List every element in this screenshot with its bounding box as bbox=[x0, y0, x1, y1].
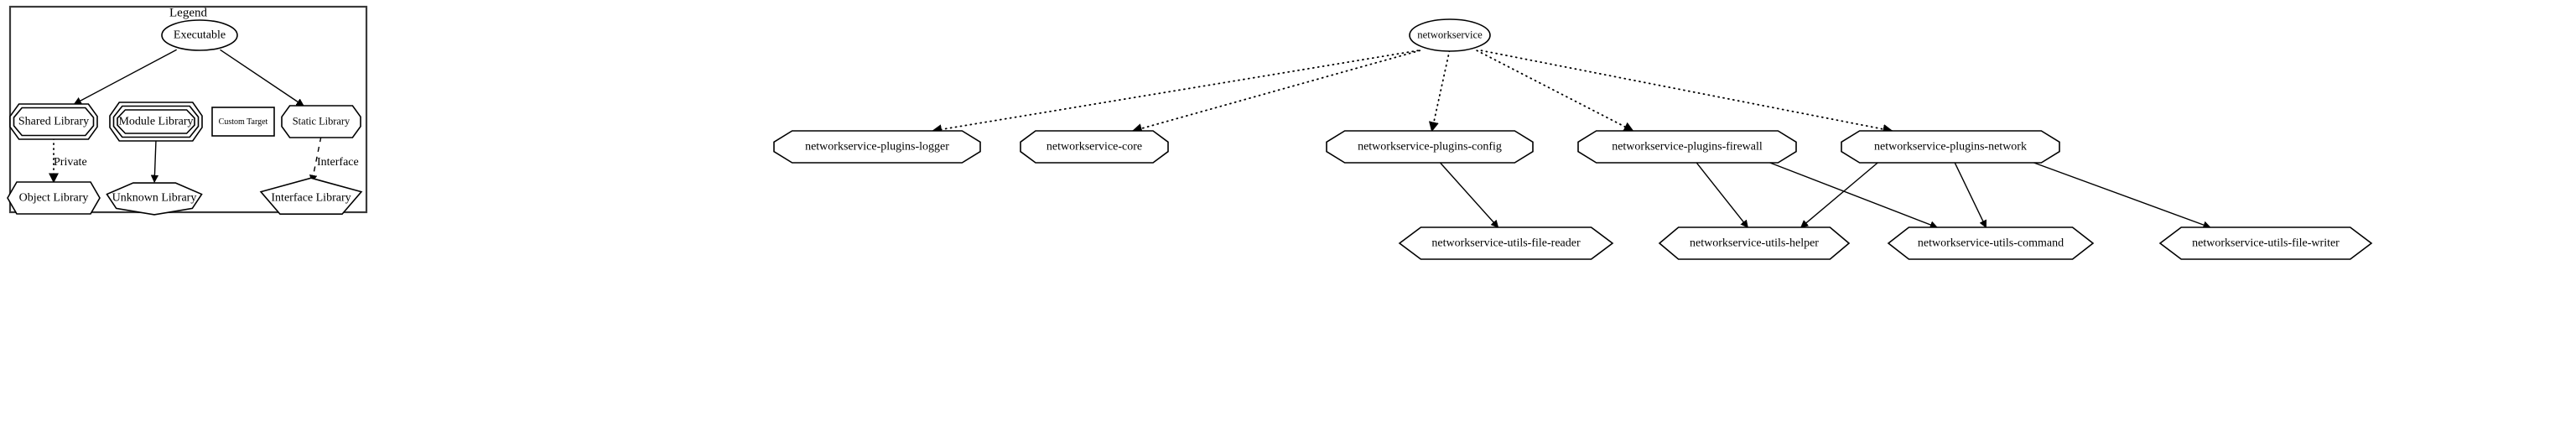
node-networkservice-plugins-network[interactable]: networkservice-plugins-network bbox=[1841, 130, 2060, 164]
edge-label: Private bbox=[54, 156, 87, 169]
node-label: Unknown Library bbox=[112, 192, 197, 205]
node-networkservice-plugins-firewall[interactable]: networkservice-plugins-firewall bbox=[1577, 130, 1797, 164]
edge-networkservice-to-networkservice-plugins-network[interactable] bbox=[1480, 49, 1893, 131]
legend-edge-legend-static-library-to-legend-interface-library[interactable] bbox=[312, 137, 322, 182]
node-outline-hexagon bbox=[1398, 226, 1614, 260]
node-label: Static Library bbox=[293, 115, 351, 127]
node-outline-octagon bbox=[1326, 130, 1534, 164]
legend-edge-legend-module-library-to-legend-unknown-library[interactable] bbox=[154, 140, 156, 182]
node-outline-octagon bbox=[281, 105, 361, 138]
edge-networkservice-to-networkservice-plugins-config[interactable] bbox=[1432, 49, 1451, 131]
node-label: networkservice-utils-helper bbox=[1690, 237, 1819, 250]
legend-static-library[interactable]: Static Library bbox=[281, 105, 361, 138]
legend-interface-library[interactable]: Interface Library bbox=[259, 177, 363, 216]
edge-networkservice-plugins-firewall-to-networkservice-utils-helper[interactable] bbox=[1696, 161, 1748, 227]
node-label: networkservice-plugins-firewall bbox=[1612, 141, 1763, 154]
node-networkservice-plugins-logger[interactable]: networkservice-plugins-logger bbox=[773, 130, 981, 164]
node-networkservice-utils-helper[interactable]: networkservice-utils-helper bbox=[1658, 226, 1851, 260]
node-networkservice-utils-file-reader[interactable]: networkservice-utils-file-reader bbox=[1398, 226, 1614, 260]
node-outline-octagon-inner bbox=[13, 107, 95, 137]
edge-networkservice-to-networkservice-core[interactable] bbox=[1133, 49, 1421, 131]
node-label: Custom Target bbox=[219, 117, 268, 127]
node-networkservice[interactable]: networkservice bbox=[1409, 18, 1491, 52]
node-networkservice-plugins-config[interactable]: networkservice-plugins-config bbox=[1326, 130, 1534, 164]
node-label: Shared Library bbox=[18, 116, 89, 128]
node-label: networkservice bbox=[1417, 29, 1483, 40]
node-outline-septagon bbox=[106, 182, 203, 216]
node-label: networkservice-core bbox=[1046, 141, 1142, 154]
node-outline-octagon bbox=[773, 130, 981, 164]
edge-networkservice-to-networkservice-plugins-logger[interactable] bbox=[932, 49, 1419, 131]
node-label: networkservice-utils-command bbox=[1918, 237, 2064, 250]
edge-networkservice-plugins-network-to-networkservice-utils-helper[interactable] bbox=[1801, 161, 1879, 227]
node-outline-octagon bbox=[1577, 130, 1797, 164]
node-label: networkservice-plugins-network bbox=[1874, 141, 2027, 154]
legend-shared-library[interactable]: Shared Library bbox=[9, 103, 98, 140]
node-outline-pentagon bbox=[259, 177, 363, 216]
node-label: networkservice-plugins-config bbox=[1358, 141, 1502, 154]
node-outline-octagon bbox=[1841, 130, 2060, 164]
node-label: networkservice-utils-file-writer bbox=[2192, 237, 2340, 250]
legend-title: Legend bbox=[169, 6, 207, 19]
node-outline-hexagon bbox=[2158, 226, 2373, 260]
node-outline-ellipse bbox=[1409, 18, 1491, 52]
edge-networkservice-plugins-config-to-networkservice-utils-file-reader[interactable] bbox=[1439, 161, 1498, 227]
edge-networkservice-plugins-network-to-networkservice-utils-command[interactable] bbox=[1954, 161, 1987, 227]
legend-executable[interactable]: Executable bbox=[161, 19, 238, 51]
node-networkservice-utils-file-writer[interactable]: networkservice-utils-file-writer bbox=[2158, 226, 2373, 260]
legend-object-library[interactable]: Object Library bbox=[7, 181, 101, 215]
node-outline-box bbox=[211, 107, 275, 137]
legend-unknown-library[interactable]: Unknown Library bbox=[106, 182, 203, 216]
node-outline-octagon-inner bbox=[117, 109, 195, 134]
legend-edge-legend-executable-to-legend-shared-library[interactable] bbox=[75, 49, 177, 105]
node-label: networkservice-plugins-logger bbox=[805, 141, 949, 154]
node-outline-hexagon bbox=[1887, 226, 2095, 260]
node-outline-ellipse bbox=[161, 19, 238, 51]
node-label: networkservice-utils-file-reader bbox=[1431, 237, 1581, 250]
node-outline-hexagon bbox=[1658, 226, 1851, 260]
legend-module-library[interactable]: Module Library bbox=[109, 101, 203, 142]
edge-label: Interface bbox=[317, 156, 359, 169]
diagram-edge-layer bbox=[932, 49, 2210, 227]
node-label: Object Library bbox=[19, 192, 89, 205]
node-outline-hexagon bbox=[7, 181, 101, 215]
edge-networkservice-to-networkservice-plugins-firewall[interactable] bbox=[1476, 49, 1633, 132]
edge-networkservice-plugins-firewall-to-networkservice-utils-command[interactable] bbox=[1768, 161, 1937, 227]
node-label: Module Library bbox=[118, 116, 193, 128]
node-label: Interface Library bbox=[271, 192, 351, 205]
edge-networkservice-plugins-network-to-networkservice-utils-file-writer[interactable] bbox=[2032, 161, 2210, 227]
node-networkservice-utils-command[interactable]: networkservice-utils-command bbox=[1887, 226, 2095, 260]
legend-edge-legend-executable-to-legend-static-library[interactable] bbox=[220, 49, 304, 106]
node-networkservice-core[interactable]: networkservice-core bbox=[1020, 130, 1169, 164]
node-outline-octagon bbox=[1020, 130, 1169, 164]
legend-custom-target[interactable]: Custom Target bbox=[211, 107, 275, 137]
node-label: Executable bbox=[174, 29, 226, 42]
diagram-node-layer: networkservice networkservice-plugins-log… bbox=[773, 18, 2373, 260]
